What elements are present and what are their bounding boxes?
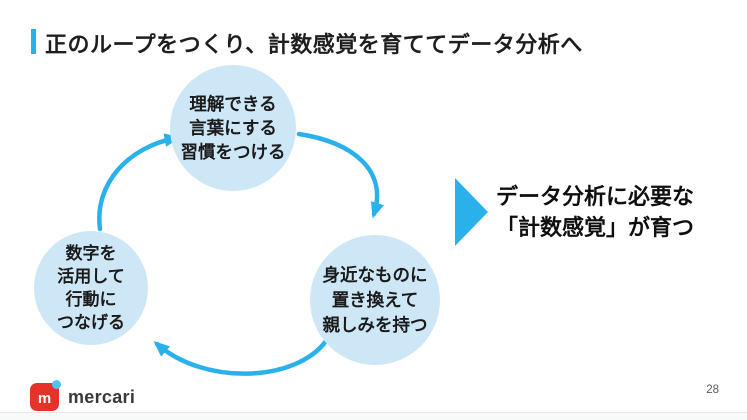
circle-line: 置き換えて	[331, 289, 419, 310]
bottom-divider	[0, 412, 747, 420]
slide-title: 正のループをつくり、計数感覚を育ててデータ分析へ	[45, 32, 583, 57]
arrow-bottom-right-to-bottom-left	[153, 338, 329, 376]
circle-line: 習慣をつける	[180, 142, 286, 162]
mercari-wordmark: mercari	[68, 386, 136, 407]
cycle-step-familiar-things: 身近なものに 置き換えて 親しみを持つ	[310, 235, 440, 365]
arrow-top-to-bottom-right	[296, 131, 384, 219]
cycle-step-use-numbers-action: 数字を 活用して 行動に つなげる	[34, 231, 148, 345]
circle-line: 身近なものに	[322, 264, 428, 285]
mercari-logo-dot	[52, 380, 61, 389]
callout-text: データ分析に必要な 「計数感覚」が育つ	[496, 181, 694, 243]
circle-line: 行動に	[65, 290, 117, 309]
mercari-logo-letter: m	[37, 389, 52, 407]
arrow-bottom-left-to-top	[97, 133, 181, 232]
callout-arrow-triangle	[455, 178, 488, 246]
circle-line: 活用して	[57, 267, 125, 286]
circle-line: 数字を	[65, 244, 117, 263]
mercari-logo: m mercari	[30, 380, 136, 412]
circle-line: つなげる	[57, 313, 125, 332]
page-number: 28	[706, 384, 719, 396]
circle-line: 親しみを持つ	[322, 314, 428, 335]
circle-line: 言葉にする	[189, 118, 277, 138]
callout-line: 「計数感覚」が育つ	[496, 215, 695, 240]
title-accent-bar	[31, 29, 36, 54]
callout-line: データ分析に必要な	[496, 184, 695, 209]
cycle-step-understandable-words: 理解できる 言葉にする 習慣をつける	[170, 65, 296, 191]
mercari-logo-mark: m	[30, 380, 61, 411]
circle-line: 理解できる	[189, 94, 277, 114]
